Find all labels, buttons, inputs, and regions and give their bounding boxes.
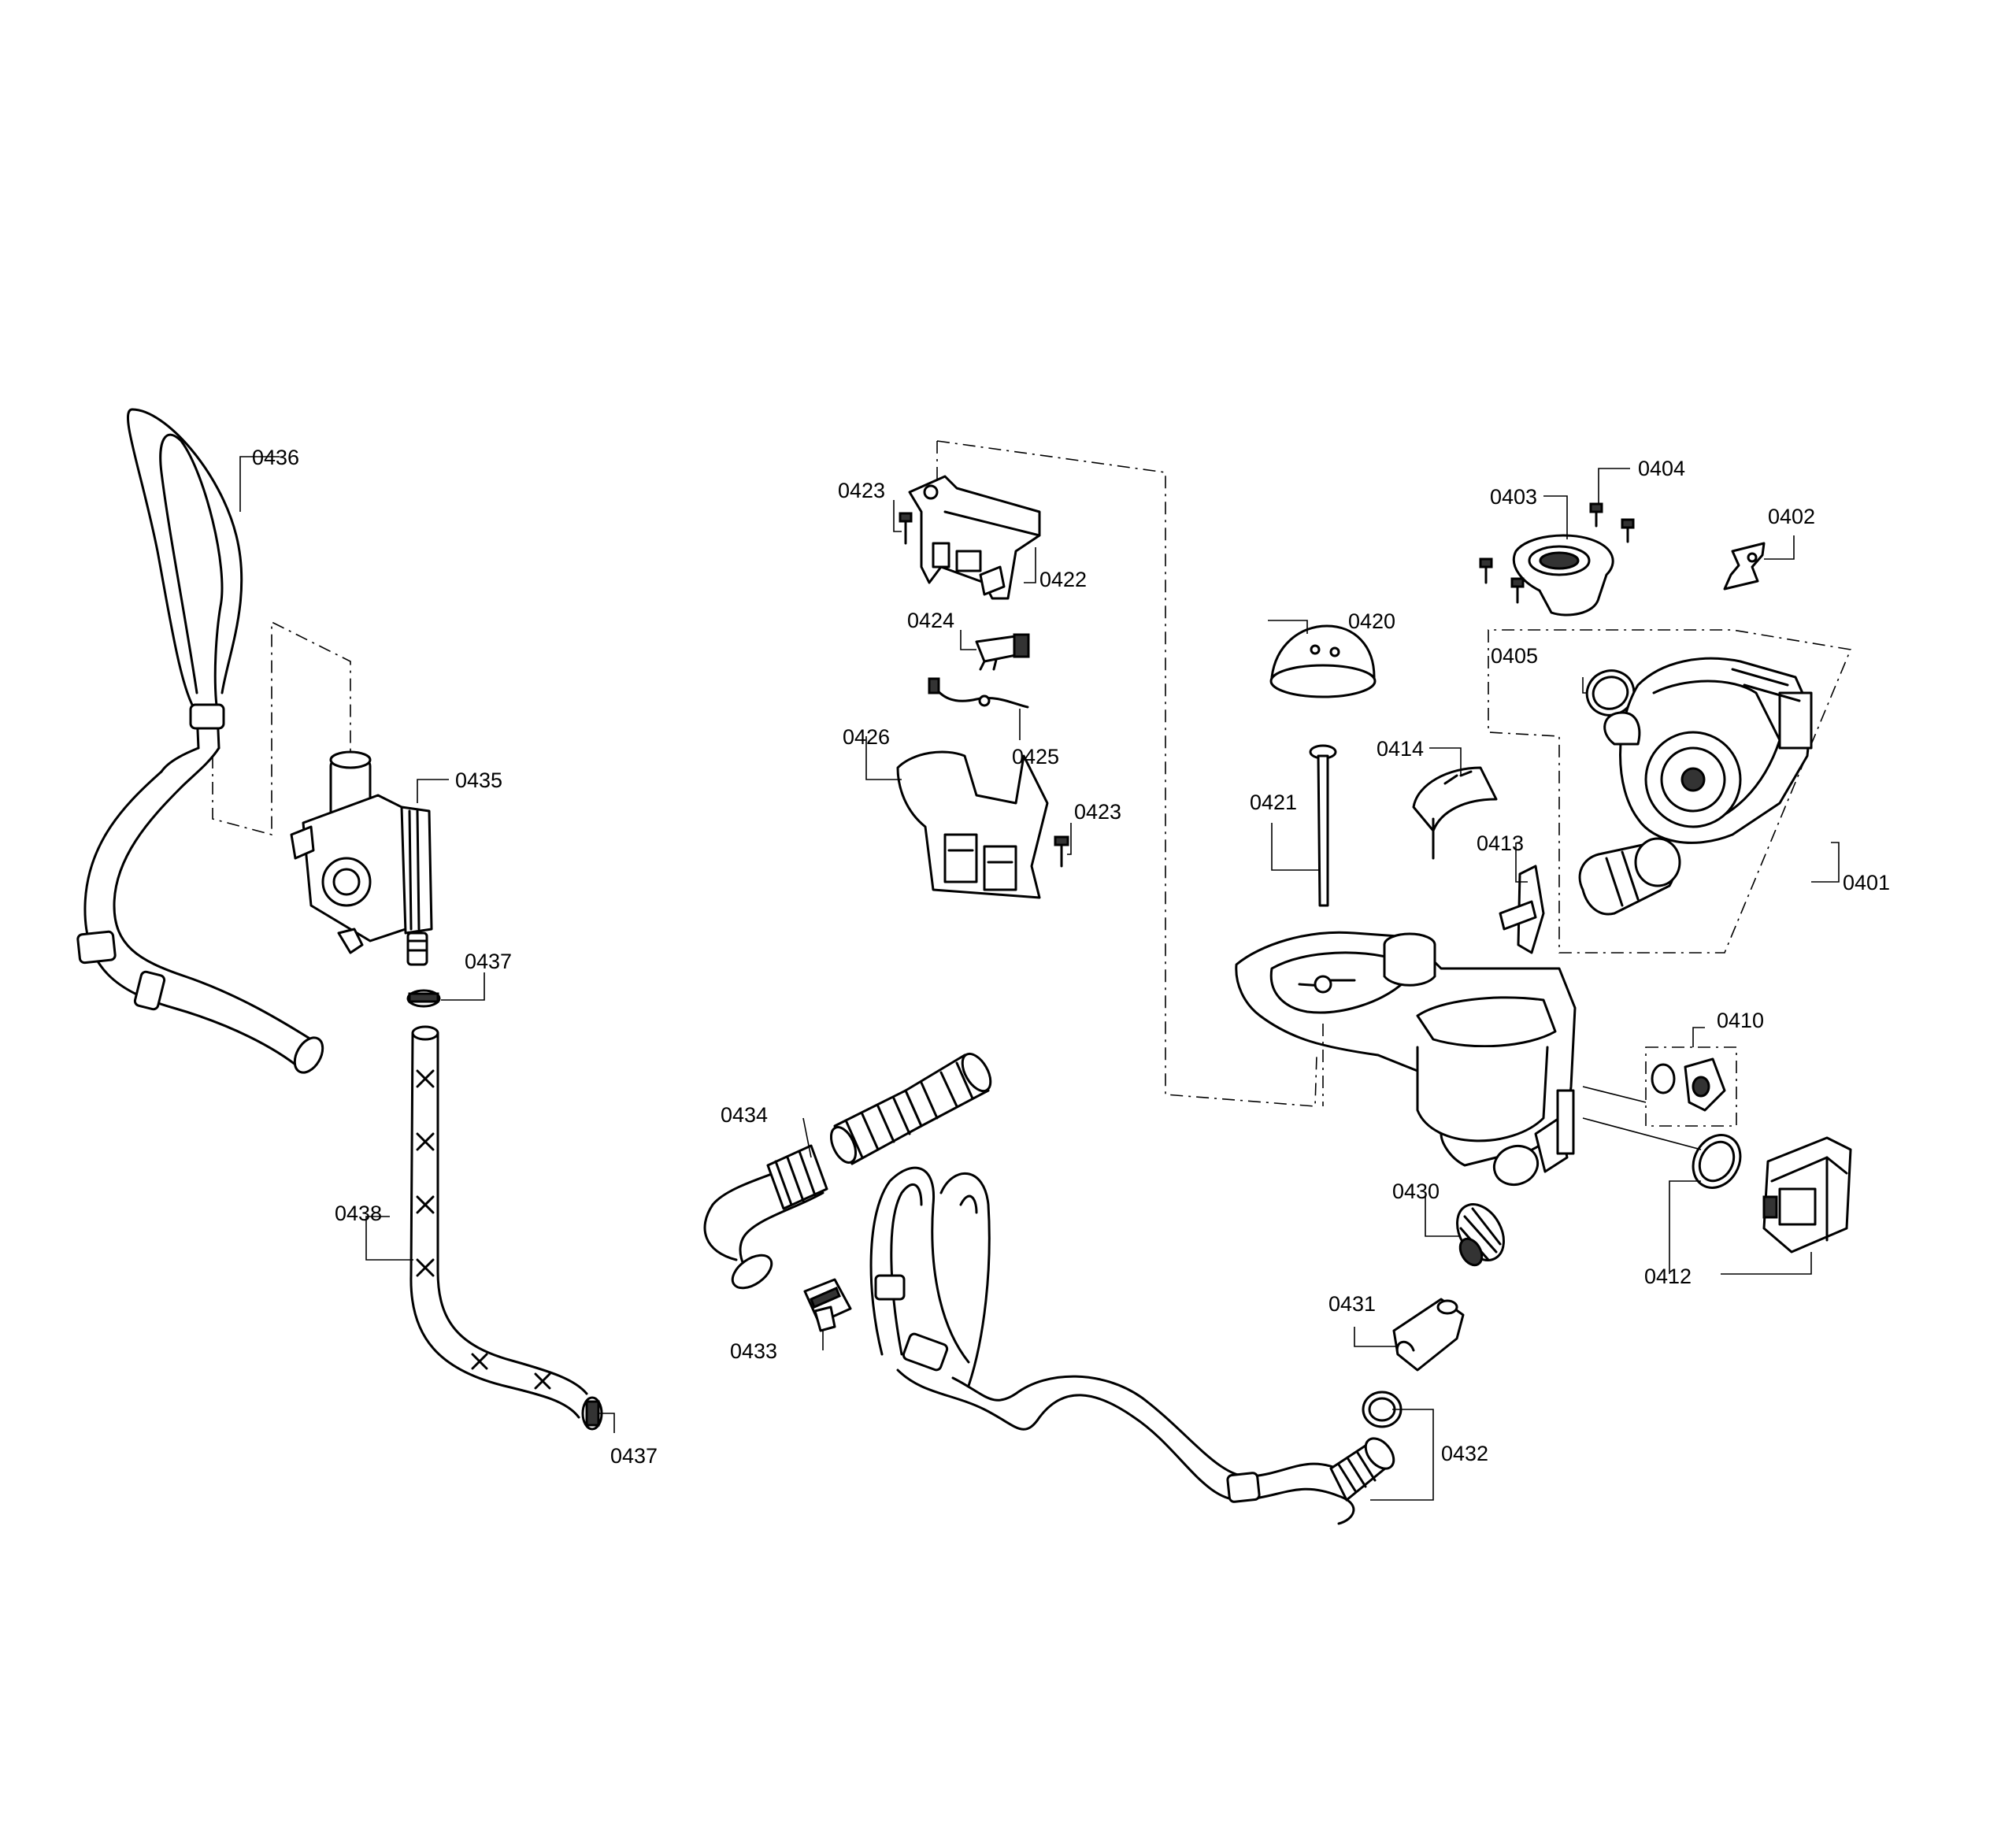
callout-0403: 0403	[1490, 485, 1537, 509]
callout-0436: 0436	[252, 446, 299, 469]
circulation-pump-0401[interactable]	[1578, 657, 1813, 916]
callout-labels: 0436 0435 0437 0438 0437 0423 0422 0424 …	[252, 446, 1890, 1468]
callout-0431: 0431	[1328, 1292, 1376, 1316]
callout-0426: 0426	[843, 725, 890, 749]
seal-ring-0432[interactable]	[1362, 1391, 1403, 1428]
hose-0438[interactable]	[409, 1025, 588, 1419]
hose-0434[interactable]	[703, 1049, 996, 1294]
cap-0420[interactable]	[1269, 624, 1377, 698]
callout-0404: 0404	[1638, 457, 1685, 480]
assembly-line-0436	[212, 620, 351, 836]
clip-0433[interactable]	[803, 1278, 852, 1332]
housing-0426[interactable]	[896, 750, 1049, 899]
screws-0404[interactable]	[1479, 502, 1635, 604]
pump-sump-housing[interactable]	[1235, 931, 1577, 1191]
callout-0402: 0402	[1768, 505, 1815, 528]
callout-0414: 0414	[1377, 737, 1424, 761]
clamp-0402[interactable]	[1723, 542, 1766, 591]
wire-0425[interactable]	[928, 677, 1029, 709]
long-drain-hose[interactable]	[869, 1166, 1399, 1525]
assembly-line-0422	[936, 440, 1317, 1107]
hose-clamp-0437-lower[interactable]	[581, 1396, 603, 1431]
callout-0437-lower: 0437	[610, 1444, 658, 1468]
callout-0430: 0430	[1392, 1180, 1440, 1203]
callout-0413: 0413	[1477, 831, 1524, 855]
heater-pump-motor[interactable]	[1762, 1136, 1852, 1254]
callout-0405: 0405	[1491, 644, 1538, 668]
seal-ring-0412[interactable]	[1684, 1127, 1749, 1197]
callout-0422: 0422	[1039, 568, 1087, 591]
sensor-0413[interactable]	[1499, 865, 1545, 954]
drain-pump-0435[interactable]	[290, 750, 433, 966]
hose-clamp-0437-upper[interactable]	[406, 989, 441, 1008]
callout-0420: 0420	[1348, 609, 1395, 633]
callout-0423-lower: 0423	[1074, 800, 1121, 824]
valve-0410[interactable]	[1651, 1057, 1726, 1112]
callout-0437-upper: 0437	[465, 950, 512, 973]
callout-0425: 0425	[1012, 745, 1059, 768]
assembly-outline-0401	[1488, 629, 1852, 954]
callout-0412: 0412	[1644, 1265, 1692, 1288]
drain-hose-0436[interactable]	[76, 408, 328, 1077]
switch-0424[interactable]	[975, 633, 1030, 671]
callout-0424: 0424	[907, 609, 954, 632]
callout-0423-upper: 0423	[838, 479, 885, 502]
callout-0433: 0433	[730, 1339, 777, 1363]
callout-0401: 0401	[1843, 871, 1890, 894]
leader-lines	[239, 456, 1840, 1501]
callout-0421: 0421	[1250, 791, 1297, 814]
callout-0435: 0435	[455, 768, 502, 792]
assembly-outline-0410	[1645, 1046, 1737, 1127]
callout-0410: 0410	[1717, 1009, 1764, 1032]
rod-0421[interactable]	[1309, 744, 1337, 907]
connector-0403[interactable]	[1512, 534, 1614, 617]
callout-0432: 0432	[1441, 1442, 1488, 1465]
seal-0414[interactable]	[1412, 766, 1498, 860]
hose-cuff	[189, 703, 225, 730]
strainer-0430[interactable]	[1447, 1196, 1513, 1268]
callout-0434: 0434	[721, 1103, 768, 1127]
screw-0423-lower[interactable]	[1054, 835, 1069, 868]
callout-0438: 0438	[335, 1202, 382, 1225]
bracket-0422[interactable]	[908, 475, 1041, 600]
screw-0423-upper[interactable]	[899, 512, 913, 545]
hose-connector-0431[interactable]	[1392, 1298, 1465, 1372]
